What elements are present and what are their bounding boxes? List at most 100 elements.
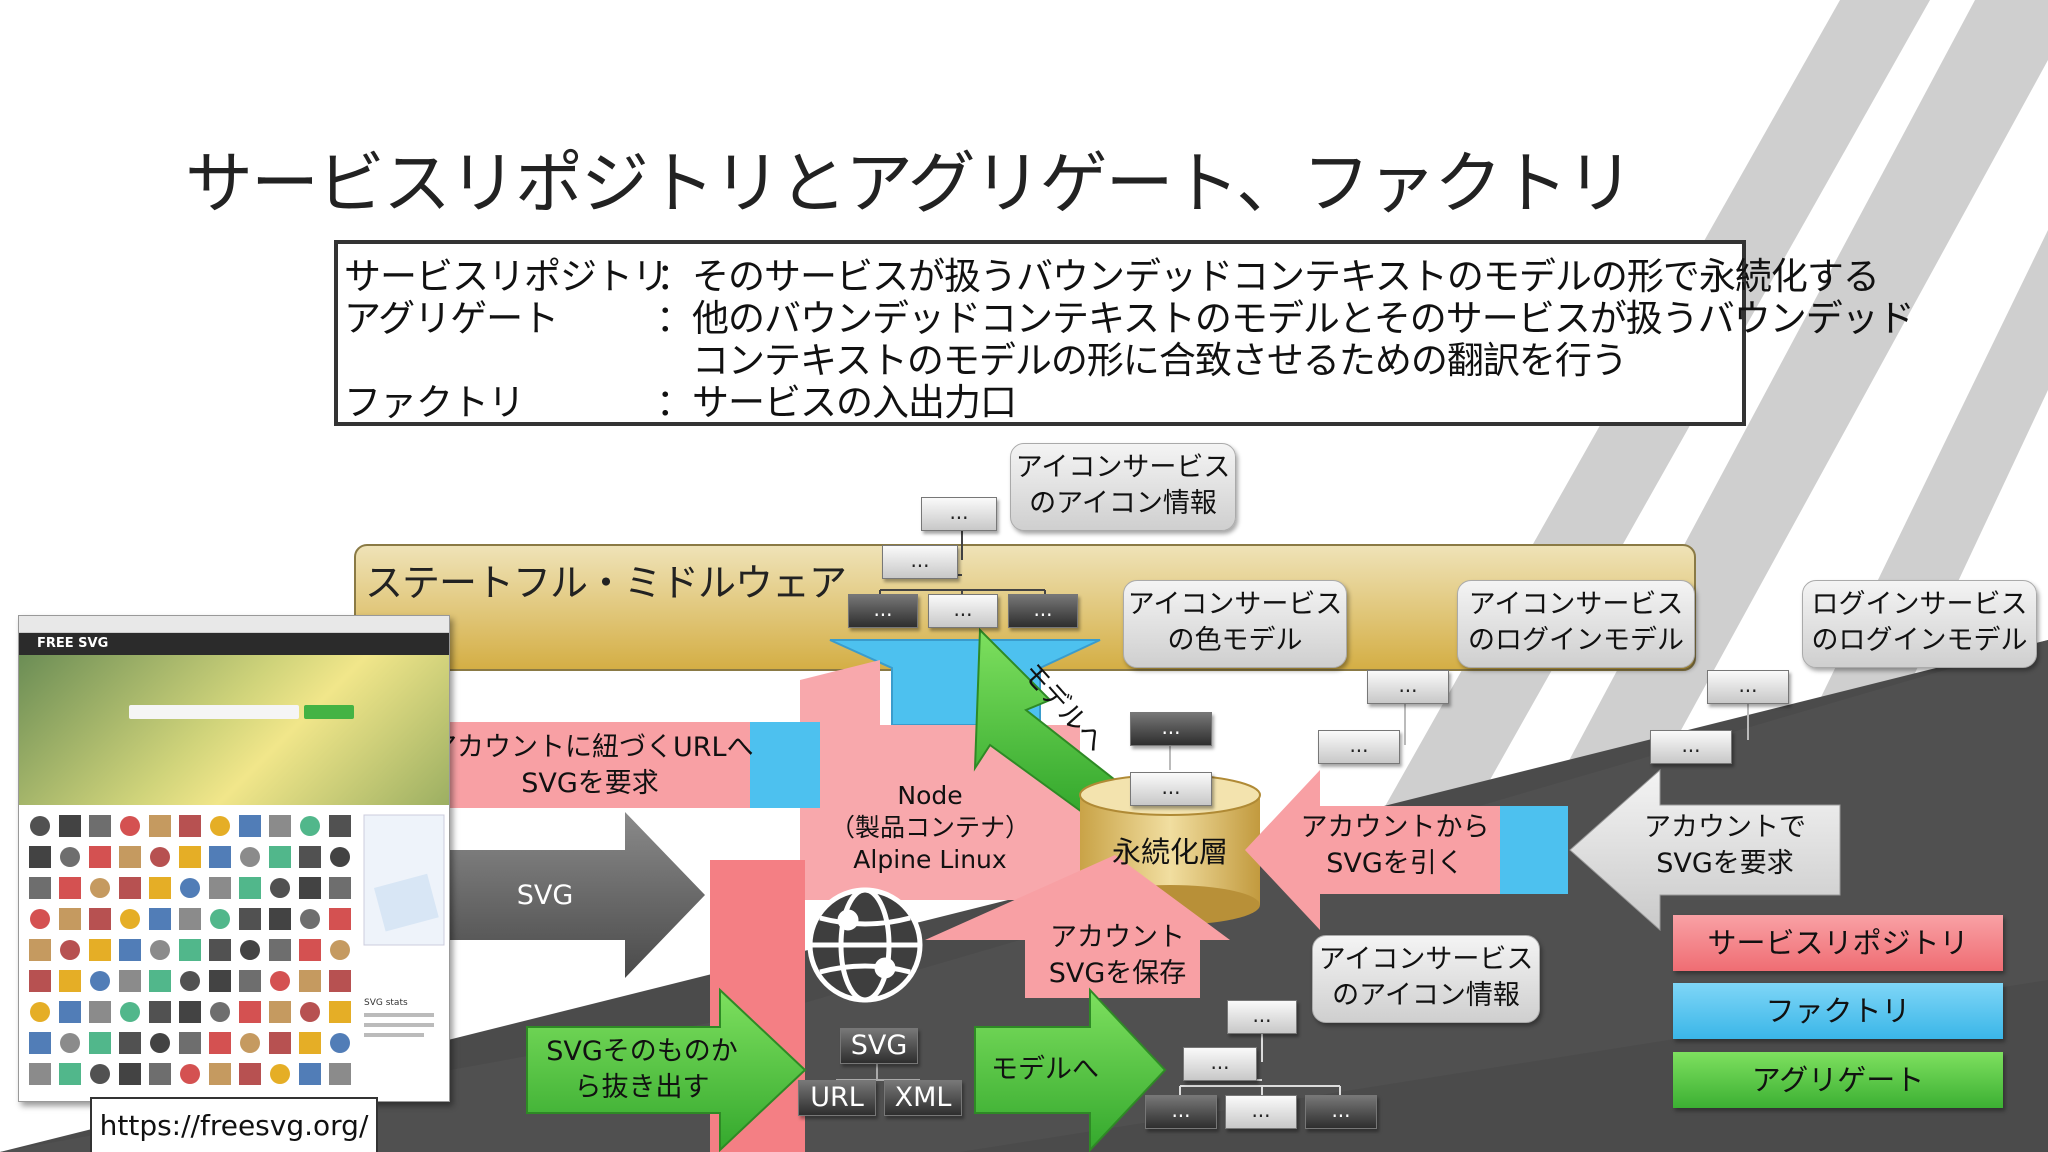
thumbnail-icon — [330, 1033, 350, 1053]
tree-node: ... — [1145, 1095, 1217, 1129]
tree-node: ... — [1650, 730, 1732, 764]
thumbnail-icon — [90, 1064, 110, 1084]
thumbnail-icon — [119, 939, 141, 961]
thumbnail-icon — [30, 816, 50, 836]
bubble-line: の色モデル — [1167, 625, 1303, 656]
node-container — [800, 725, 1080, 900]
thumbnail-icon — [89, 846, 111, 868]
tree-node: ... — [921, 497, 997, 531]
thumbnail-icon — [299, 1032, 321, 1054]
thumbnail-icon — [209, 846, 231, 868]
bubble-icon-info-bottom: アイコンサービス のアイコン情報 — [1312, 935, 1540, 1023]
bubble-color-model: アイコンサービス の色モデル — [1123, 580, 1347, 668]
thumbnail-icon — [269, 815, 291, 837]
tree-node: ... — [1225, 1095, 1297, 1129]
thumbnail-icon — [330, 940, 350, 960]
svg-part-url: URL — [798, 1080, 876, 1116]
thumbnail-icon — [29, 939, 51, 961]
thumbnail-icon — [149, 908, 171, 930]
search-button[interactable] — [304, 705, 354, 719]
thumbnail-icon — [300, 909, 320, 929]
thumbnail-icon — [89, 908, 111, 930]
thumbnail-icon — [90, 878, 110, 898]
factory-block-right — [1500, 806, 1568, 894]
arrow-label-line: アカウントに紐づくURLへ — [430, 732, 754, 763]
arrow-label-svg: SVG — [516, 880, 574, 911]
thumbnail-icon — [150, 940, 170, 960]
arrow-request-url — [370, 690, 750, 840]
thumbnail-icon — [59, 970, 81, 992]
arrow-label-line: ら抜き出す — [574, 1072, 710, 1103]
thumbnail-icon — [239, 815, 261, 837]
network-icon — [807, 887, 923, 1003]
thumbnail-icon — [240, 847, 260, 867]
svg-part-xml: XML — [884, 1080, 962, 1116]
thumbnail-icon — [300, 1002, 320, 1022]
definition-text: ：他のバウンデッドコンテキストのモデルとそのサービスが扱うバウンデッド — [656, 297, 1915, 340]
thumbnail-icon — [209, 1063, 231, 1085]
arrow-label-to-model-bottom: モデルへ — [991, 1054, 1099, 1085]
thumbnail-icon — [90, 971, 110, 991]
search-input[interactable] — [129, 705, 299, 719]
thumbnail-icon — [180, 1064, 200, 1084]
thumbnail-icon — [270, 1064, 290, 1084]
thumbnail-icon — [89, 1032, 111, 1054]
arrow-label-line: アカウント — [1050, 922, 1185, 953]
thumbnail-icon — [210, 816, 230, 836]
arrow-pull-svg — [1245, 770, 1500, 930]
thumbnail-icon — [209, 877, 231, 899]
tree-node: ... — [1318, 730, 1400, 764]
arrow-extract-svg — [526, 987, 807, 1152]
thumbnail-icon — [329, 908, 351, 930]
persistence-label: 永続化層 — [1111, 835, 1228, 869]
definition-text: ：サービスの入出力口 — [656, 381, 1017, 424]
bubble-login-model-login: ログインサービス のログインモデル — [1802, 580, 2037, 668]
tree-node: ... — [1305, 1095, 1377, 1129]
container-line: （製品コンテナ） — [830, 813, 1031, 842]
thumbnail-icon — [239, 877, 261, 899]
arrow-label-extract-svg: SVGそのものか ら抜き出す — [527, 1034, 757, 1106]
svg-part-svg: SVG — [840, 1028, 918, 1064]
thumbnail-icon — [120, 1002, 140, 1022]
arrow-save-svg — [925, 855, 1230, 998]
definition-term: サービスリポジトリ — [344, 255, 669, 298]
bubble-line: アイコンサービス — [1318, 944, 1534, 975]
factory-block-left — [750, 722, 820, 808]
bubble-line: のアイコン情報 — [1332, 980, 1520, 1011]
thumbnail-icon — [270, 878, 290, 898]
bubble-login-model-icon: アイコンサービス のログインモデル — [1457, 580, 1695, 668]
thumbnail-icon — [329, 970, 351, 992]
tree-node: ... — [1367, 670, 1449, 704]
bubble-line: アイコンサービス — [1468, 589, 1684, 620]
thumbnail-icon — [209, 939, 231, 961]
thumbnail-icon — [269, 1001, 291, 1023]
website-screenshot: FREE SVG SVG stats — [18, 615, 450, 1102]
bubble-line: ログインサービス — [1811, 589, 2028, 620]
thumbnail-icon — [179, 815, 201, 837]
thumbnail-icon — [150, 847, 170, 867]
thumbnail-icon — [269, 1032, 291, 1054]
definition-text: コンテキストのモデルの形に合致させるための翻訳を行う — [656, 339, 1628, 382]
arrow-request-account — [1569, 768, 1841, 932]
arrow-label-save-svg: アカウント SVGを保存 — [1025, 920, 1210, 992]
thumbnail-icon — [59, 1001, 81, 1023]
login-connectors — [1169, 700, 1749, 770]
container-line: Alpine Linux — [853, 845, 1007, 874]
tree-node: ... — [1707, 670, 1789, 704]
tree-node: ... — [1008, 594, 1078, 628]
bubble-line: アイコンサービス — [1127, 589, 1343, 620]
bubble-line: のログインモデル — [1468, 625, 1684, 656]
tree-node: ... — [848, 594, 918, 628]
thumbnail-icon — [299, 939, 321, 961]
thumbnail-icon — [59, 1063, 81, 1085]
thumbnail-icon — [89, 815, 111, 837]
arrow-label-line: SVGを要求 — [1656, 848, 1794, 879]
tree-node: ... — [1227, 1000, 1297, 1034]
thumbnail-icon — [29, 1063, 51, 1085]
site-url[interactable]: https://freesvg.org/ — [90, 1097, 378, 1152]
thumbnail-icon — [329, 877, 351, 899]
thumbnail-icon — [329, 1063, 351, 1085]
container-line: Node — [897, 781, 963, 810]
bubble-line: のアイコン情報 — [1029, 488, 1217, 519]
